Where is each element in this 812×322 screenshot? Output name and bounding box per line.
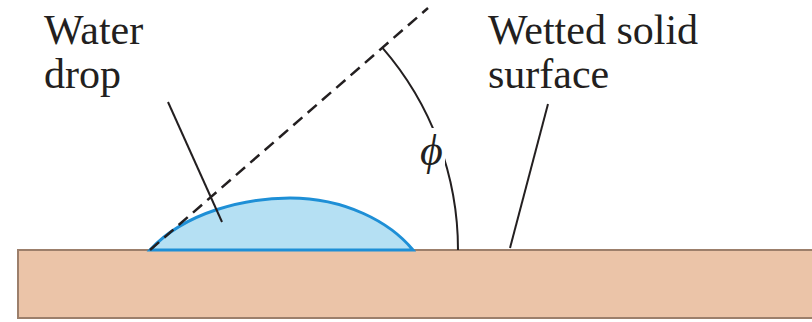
angle-arc (383, 48, 459, 250)
leader-line (510, 104, 548, 248)
leader-line (168, 102, 222, 222)
part-label: Water drop (44, 8, 209, 96)
solid-surface (18, 250, 812, 318)
angle-symbol: ϕ (418, 128, 445, 174)
drop-base (150, 249, 413, 251)
water-drop (150, 198, 413, 250)
tangent-line (150, 8, 428, 250)
part-label: Wetted solid surface (488, 8, 793, 96)
